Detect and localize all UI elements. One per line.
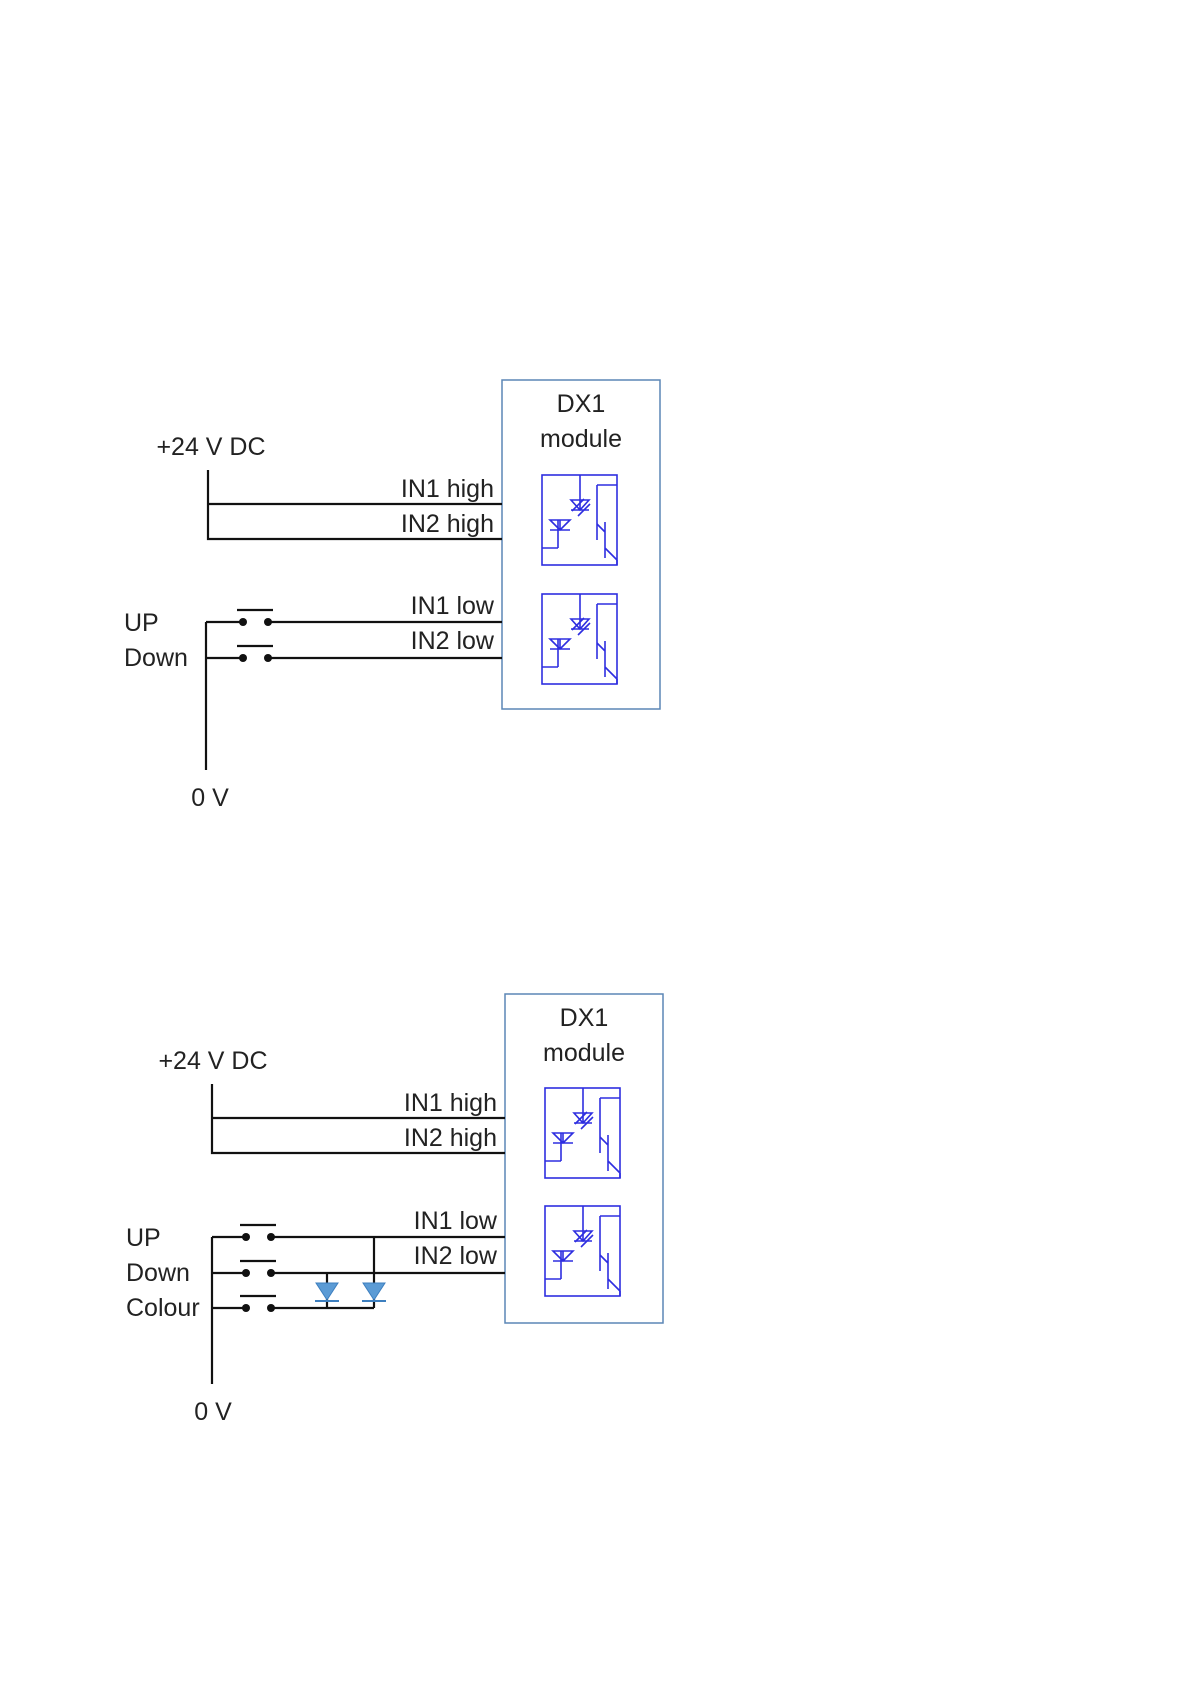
diagram-updown: DX1 module +24 V DC IN1 h (124, 380, 660, 812)
input-label-in1-low: IN1 low (414, 1207, 498, 1235)
module-title-line1: DX1 (557, 390, 606, 418)
diode-icon (362, 1283, 386, 1301)
input-label-in1-high: IN1 high (401, 475, 494, 503)
input-label-in2-low: IN2 low (414, 1242, 498, 1270)
switch-label-colour: Colour (126, 1294, 200, 1322)
switch-contact (264, 618, 272, 626)
diode-icon (315, 1283, 339, 1301)
diagram-updown-colour: DX1 module +24 V DC IN1 high (126, 994, 663, 1426)
switch-label-up: UP (124, 609, 159, 637)
input-label-in2-low: IN2 low (411, 627, 495, 655)
ground-label: 0 V (191, 784, 229, 812)
switch-contact (267, 1269, 275, 1277)
module-title-line2: module (540, 425, 622, 453)
supply-label: +24 V DC (158, 1047, 267, 1075)
switch-contact (242, 1233, 250, 1241)
switch-contact (239, 618, 247, 626)
input-label-in1-low: IN1 low (411, 592, 495, 620)
switch-contact (264, 654, 272, 662)
switch-contact (267, 1304, 275, 1312)
supply-label: +24 V DC (156, 433, 265, 461)
switch-contact (267, 1233, 275, 1241)
switch-label-down: Down (126, 1259, 190, 1287)
module-title-line2: module (543, 1039, 625, 1067)
switch-contact (239, 654, 247, 662)
switch-contact (242, 1304, 250, 1312)
ground-label: 0 V (194, 1398, 232, 1426)
input-label-in2-high: IN2 high (404, 1124, 497, 1152)
switch-label-up: UP (126, 1224, 161, 1252)
input-label-in2-high: IN2 high (401, 510, 494, 538)
switch-contact (242, 1269, 250, 1277)
module-title-line1: DX1 (560, 1004, 609, 1032)
input-label-in1-high: IN1 high (404, 1089, 497, 1117)
switch-label-down: Down (124, 644, 188, 672)
